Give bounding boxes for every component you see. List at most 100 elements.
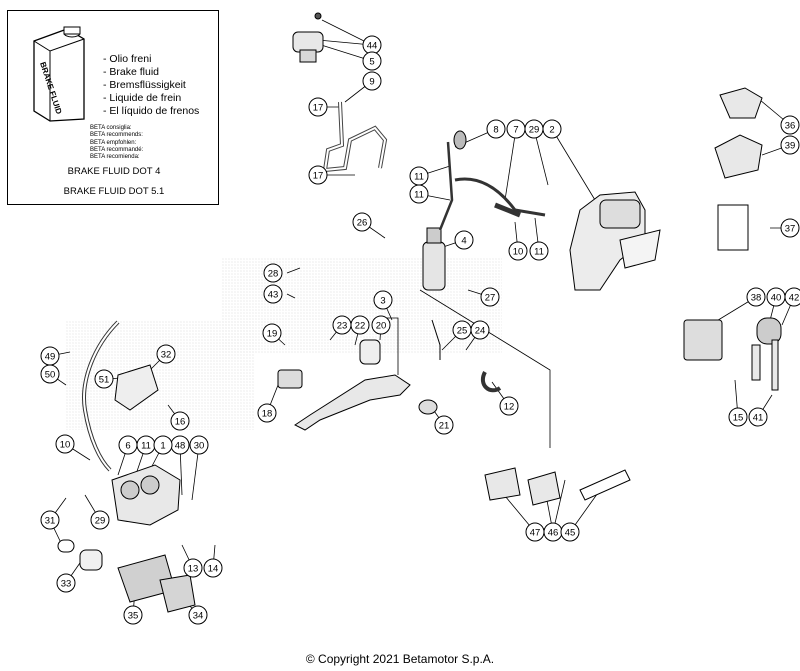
callout-15: 15 <box>728 407 748 427</box>
callout-circle <box>746 287 766 307</box>
callout-label: 12 <box>504 402 515 413</box>
callout-label: 10 <box>513 247 524 258</box>
callout-circle <box>153 435 173 455</box>
callout-circle <box>170 411 190 431</box>
callout-51: 51 <box>94 369 114 389</box>
callout-circle <box>454 230 474 250</box>
callout-44: 44 <box>362 35 382 55</box>
callout-circle <box>40 364 60 384</box>
callout-16: 16 <box>170 411 190 431</box>
callout-circle <box>748 407 768 427</box>
callout-circle <box>780 135 800 155</box>
callout-label: 26 <box>357 218 368 229</box>
callout-circle <box>94 369 114 389</box>
callout-26: 26 <box>352 212 372 232</box>
callout-label: 27 <box>485 293 496 304</box>
callout-17: 17 <box>308 165 328 185</box>
callout-circle <box>55 434 75 454</box>
callout-label: 23 <box>337 321 348 332</box>
callout-label: 8 <box>493 125 498 136</box>
callout-label: 40 <box>771 293 782 304</box>
reservoir <box>292 12 388 173</box>
callout-10: 10 <box>508 241 528 261</box>
callout-circle <box>780 115 800 135</box>
callout-24: 24 <box>470 320 490 340</box>
front-caliper <box>57 364 196 613</box>
callout-circle <box>262 323 282 343</box>
callout-29: 29 <box>524 119 544 139</box>
callout-49: 49 <box>40 346 60 366</box>
callout-circle <box>499 396 519 416</box>
brake-fluid-legend: BRAKE FLUID - Olio freni - Brake fluid -… <box>7 10 219 205</box>
callout-label: 29 <box>529 125 540 136</box>
callout-circle <box>203 558 223 578</box>
callout-21: 21 <box>434 415 454 435</box>
callout-circle <box>90 510 110 530</box>
callout-circle <box>188 605 208 625</box>
fluid-can-icon: BRAKE FLUID <box>33 26 85 122</box>
callout-35: 35 <box>123 605 143 625</box>
callout-label: 41 <box>753 413 764 424</box>
callout-label: 4 <box>461 236 466 247</box>
beta-note: BETA recomienda: <box>90 154 140 161</box>
callout-label: 24 <box>475 326 486 337</box>
callout-25: 25 <box>452 320 472 340</box>
callout-11: 11 <box>409 166 429 186</box>
callout-label: 11 <box>141 441 151 452</box>
callout-label: 11 <box>534 247 544 258</box>
fluid-dot51: BRAKE FLUID DOT 5.1 <box>63 186 165 197</box>
callout-12: 12 <box>499 396 519 416</box>
callout-17: 17 <box>308 97 328 117</box>
callout-31: 31 <box>40 510 60 530</box>
lang-en: - Brake fluid <box>103 66 160 78</box>
callout-label: 3 <box>380 296 385 307</box>
callout-41: 41 <box>748 407 768 427</box>
callout-label: 35 <box>128 611 139 622</box>
copyright-notice: © Copyright 2021 Betamotor S.p.A. <box>305 652 495 666</box>
rear-caliper <box>454 177 661 291</box>
callout-circle <box>529 241 549 261</box>
callout-18: 18 <box>257 403 277 423</box>
callout-label: 16 <box>175 417 186 428</box>
callout-47: 47 <box>525 522 545 542</box>
callout-label: 18 <box>262 409 273 420</box>
callout-48: 48 <box>170 435 190 455</box>
callout-9: 9 <box>362 71 382 91</box>
callout-label: 42 <box>789 293 800 304</box>
callout-label: 44 <box>367 41 378 52</box>
callout-43: 43 <box>263 284 283 304</box>
callout-22: 22 <box>350 315 370 335</box>
callout-label: 36 <box>785 121 796 132</box>
callout-label: 51 <box>99 375 110 386</box>
callout-circle <box>542 119 562 139</box>
callout-label: 22 <box>355 321 366 332</box>
callout-circle <box>352 212 372 232</box>
callout-20: 20 <box>371 315 391 335</box>
callout-label: 37 <box>785 224 796 235</box>
master-cylinder <box>422 130 467 291</box>
callout-45: 45 <box>560 522 580 542</box>
callout-circle <box>257 403 277 423</box>
callout-label: 43 <box>268 290 279 301</box>
callout-circle <box>40 510 60 530</box>
callout-circle <box>263 263 283 283</box>
callout-label: 50 <box>45 370 56 381</box>
callout-2: 2 <box>542 119 562 139</box>
callout-11: 11 <box>529 241 549 261</box>
callout-circle <box>371 315 391 335</box>
callout-30: 30 <box>189 435 209 455</box>
callout-label: 49 <box>45 352 56 363</box>
callout-37: 37 <box>780 218 800 238</box>
callout-label: 39 <box>785 141 796 152</box>
callout-label: 32 <box>161 350 172 361</box>
callout-14: 14 <box>203 558 223 578</box>
callout-circle <box>508 241 528 261</box>
callout-40: 40 <box>766 287 786 307</box>
callout-label: 34 <box>193 611 204 622</box>
fluid-dot4: BRAKE FLUID DOT 4 <box>67 166 161 177</box>
callout-circle <box>263 284 283 304</box>
callout-label: 17 <box>313 171 324 182</box>
callout-33: 33 <box>56 573 76 593</box>
lang-it: - Olio freni <box>103 53 152 65</box>
